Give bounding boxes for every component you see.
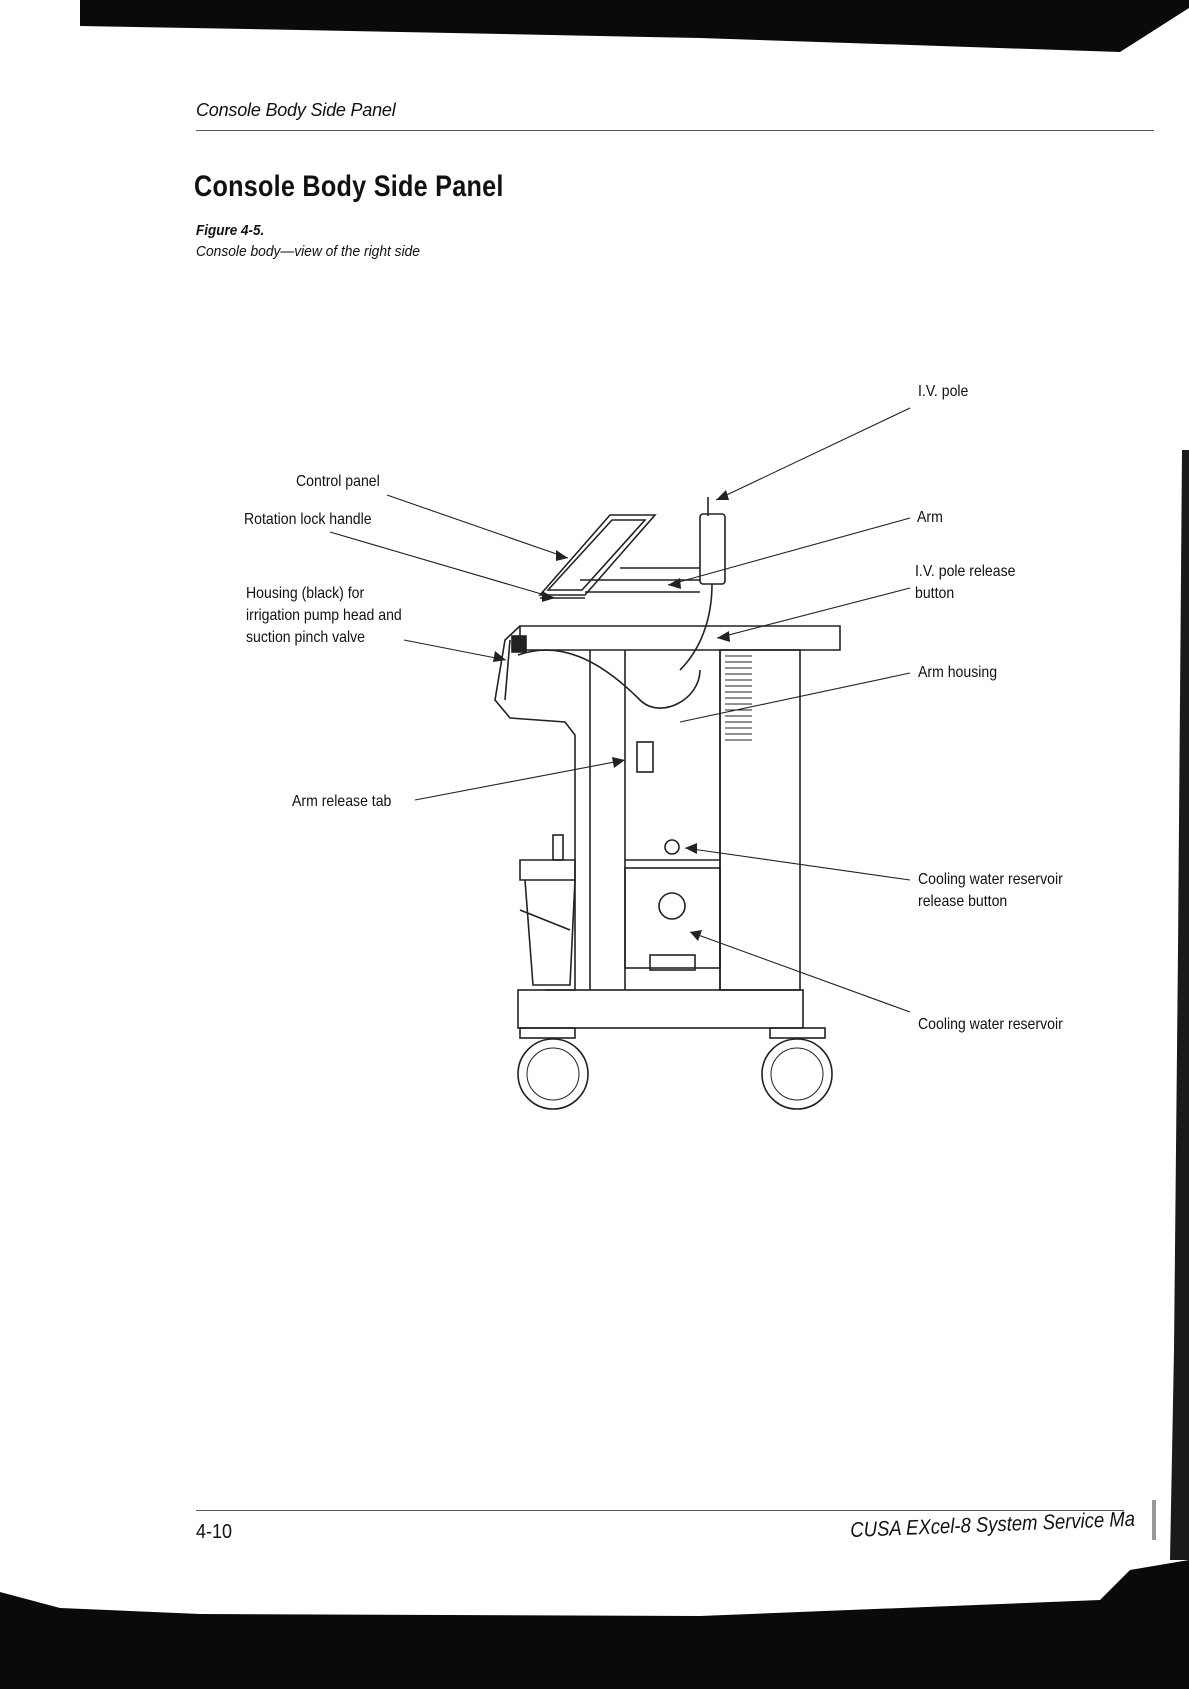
footer-rule bbox=[196, 1510, 1124, 1511]
label-iv-pole: I.V. pole bbox=[918, 383, 969, 400]
scan-edge-top bbox=[0, 0, 1189, 52]
iv-pole-drawing bbox=[679, 497, 726, 671]
vent-grille bbox=[725, 649, 752, 741]
figure-number: Figure 4-5. bbox=[196, 222, 265, 239]
label-cooling-water-reservoir-release-button: Cooling water reservoir release button bbox=[918, 871, 1063, 910]
label-arm-housing: Arm housing bbox=[918, 664, 998, 681]
figure-caption: Console body—view of the right side bbox=[196, 243, 420, 260]
label-housing: Housing (black) for irrigation pump head… bbox=[246, 585, 402, 646]
scan-edge-right bbox=[1152, 450, 1189, 1560]
running-head: Console Body Side Panel bbox=[196, 100, 396, 120]
label-arm-release-tab: Arm release tab bbox=[292, 793, 392, 810]
caster-left bbox=[517, 1027, 589, 1110]
label-rotation-lock-handle: Rotation lock handle bbox=[244, 511, 372, 528]
caster-right bbox=[761, 1027, 833, 1110]
control-panel-drawing bbox=[538, 514, 657, 599]
label-cooling-water-reservoir: Cooling water reservoir bbox=[918, 1016, 1063, 1033]
label-control-panel: Control panel bbox=[296, 473, 380, 490]
scan-edge-bottom bbox=[0, 1560, 1189, 1689]
page-number: 4-10 bbox=[196, 1521, 233, 1543]
callout-arrowheads bbox=[493, 490, 730, 941]
label-arm: Arm bbox=[917, 509, 943, 526]
header-rule bbox=[196, 130, 1154, 131]
callout-leaders bbox=[329, 407, 911, 1013]
page-title: Console Body Side Panel bbox=[194, 170, 504, 203]
label-iv-pole-release-button: I.V. pole release button bbox=[915, 563, 1016, 602]
